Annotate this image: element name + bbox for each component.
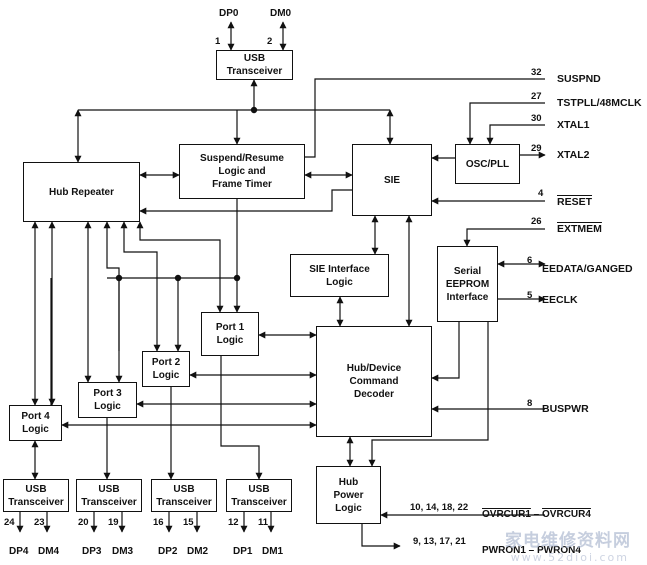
hub-power-logic-block: Hub Power Logic bbox=[316, 466, 381, 524]
signal-ovrcur-dash: – bbox=[530, 509, 543, 520]
sie-interface-block: SIE Interface Logic bbox=[290, 254, 389, 297]
pin-xtal2: 29 bbox=[531, 143, 542, 154]
wire-port1-usb bbox=[220, 356, 263, 480]
pin-dm1: 11 bbox=[258, 517, 269, 528]
signal-dm2: DM2 bbox=[187, 546, 209, 557]
signal-reset: RESET bbox=[557, 196, 593, 208]
pin-dm4: 23 bbox=[34, 517, 45, 528]
signal-buspwr: BUSPWR bbox=[542, 403, 589, 415]
watermark-url: www.52dioi.com bbox=[510, 551, 629, 564]
signal-suspnd: SUSPND bbox=[557, 73, 601, 85]
pin-dp2: 16 bbox=[153, 517, 164, 528]
signal-dp4: DP4 bbox=[9, 546, 29, 557]
pin-reset: 4 bbox=[538, 188, 544, 199]
signal-tstpll: TSTPLL/48MCLK bbox=[557, 97, 642, 109]
pin-dm3: 19 bbox=[108, 517, 119, 528]
wire-suspnd bbox=[305, 78, 545, 158]
osc-pll-block: OSC/PLL bbox=[455, 144, 520, 184]
pin-dp4: 24 bbox=[4, 517, 15, 528]
usb-transceiver-port2: USB Transceiver bbox=[151, 479, 217, 512]
signal-xtal1: XTAL1 bbox=[557, 119, 590, 131]
junction-timer-1 bbox=[233, 274, 241, 282]
junction-timer-3 bbox=[115, 274, 123, 282]
pin-dm0: 2 bbox=[267, 36, 273, 47]
signal-xtal2: XTAL2 bbox=[557, 149, 590, 161]
port1-logic-block: Port 1 Logic bbox=[201, 312, 259, 356]
signal-extmem: EXTMEM bbox=[557, 223, 602, 235]
pin-xtal1: 30 bbox=[531, 113, 542, 124]
junction-bus bbox=[250, 106, 258, 114]
pin-dp3: 20 bbox=[78, 517, 89, 528]
signal-dp2: DP2 bbox=[158, 546, 178, 557]
signal-eeclk: EECLK bbox=[542, 294, 578, 306]
hub-repeater-block: Hub Repeater bbox=[23, 162, 140, 222]
pin-extmem: 26 bbox=[531, 216, 542, 227]
pin-dm2: 15 bbox=[183, 517, 194, 528]
watermark-logo: 家电维修资料网 bbox=[505, 531, 631, 551]
port4-logic-block: Port 4 Logic bbox=[9, 405, 62, 441]
pin-suspnd: 32 bbox=[531, 67, 542, 78]
wire-sie-repeater bbox=[139, 189, 352, 215]
signal-ovrcur-last: OVRCUR4 bbox=[542, 509, 591, 520]
usb-transceiver-port1: USB Transceiver bbox=[226, 479, 292, 512]
usb-transceiver-port3: USB Transceiver bbox=[76, 479, 142, 512]
signal-pwron: PWRON1 – PWRON4 bbox=[482, 545, 581, 556]
wire-xtal1 bbox=[486, 124, 545, 145]
hub-device-decoder-block: Hub/Device Command Decoder bbox=[316, 326, 432, 437]
wire-eeprom-hubdev bbox=[431, 322, 460, 382]
pin-pwron: 9, 13, 17, 21 bbox=[413, 536, 466, 547]
wire-eeprom-hubpower bbox=[368, 322, 489, 467]
pin-eedata: 6 bbox=[527, 255, 533, 266]
usb-transceiver-port4: USB Transceiver bbox=[3, 479, 69, 512]
signal-dm4: DM4 bbox=[38, 546, 60, 557]
usb-transceiver-upstream: USB Transceiver bbox=[216, 50, 293, 80]
port2-logic-block: Port 2 Logic bbox=[142, 351, 190, 387]
signal-dm0: DM0 bbox=[270, 8, 292, 19]
signal-eedata: EEDATA/GANGED bbox=[542, 263, 633, 275]
pin-dp1: 12 bbox=[228, 517, 239, 528]
pin-buspwr: 8 bbox=[527, 398, 533, 409]
signal-dp0: DP0 bbox=[219, 8, 239, 19]
wire-tstpll bbox=[466, 102, 545, 145]
wire-rep-port3b bbox=[103, 221, 120, 351]
suspend-resume-block: Suspend/Resume Logic and Frame Timer bbox=[179, 144, 305, 199]
pin-dp0: 1 bbox=[215, 36, 221, 47]
signal-dp3: DP3 bbox=[82, 546, 102, 557]
wire-pwron bbox=[361, 524, 401, 550]
signal-dm3: DM3 bbox=[112, 546, 134, 557]
pin-tstpll: 27 bbox=[531, 91, 542, 102]
signal-dp1: DP1 bbox=[233, 546, 253, 557]
wire-rep-port2 bbox=[120, 221, 161, 352]
wire-extmem bbox=[463, 228, 545, 247]
sie-block: SIE bbox=[352, 144, 432, 216]
signal-ovrcur-first: OVRCUR1 bbox=[482, 509, 531, 520]
port3-logic-block: Port 3 Logic bbox=[78, 382, 137, 418]
pin-eeclk: 5 bbox=[527, 290, 533, 301]
signal-dm1: DM1 bbox=[262, 546, 284, 557]
serial-eeprom-block: Serial EEPROM Interface bbox=[437, 246, 498, 322]
wire-rep-port1 bbox=[136, 221, 224, 313]
junction-timer-2 bbox=[174, 274, 182, 282]
signal-ovrcur: OVRCUR1 – OVRCUR4 bbox=[482, 509, 591, 521]
pin-ovrcur: 10, 14, 18, 22 bbox=[410, 502, 469, 513]
